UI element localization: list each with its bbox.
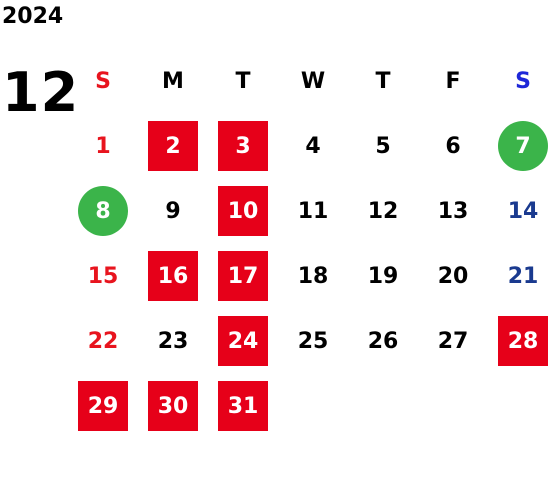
day-cell[interactable]: 27 (437, 328, 469, 354)
day-cell[interactable]: 8 (78, 186, 128, 236)
day-cell[interactable]: 30 (148, 381, 198, 431)
day-cell[interactable]: 11 (297, 198, 329, 224)
day-cell[interactable]: 25 (297, 328, 329, 354)
weekday-header: M (162, 68, 184, 94)
day-cell[interactable]: 16 (148, 251, 198, 301)
day-cell[interactable]: 29 (78, 381, 128, 431)
weekday-header: F (445, 68, 461, 94)
weekday-header: S (95, 68, 111, 94)
day-cell[interactable]: 26 (367, 328, 399, 354)
month-label: 12 (2, 61, 80, 124)
day-cell[interactable]: 14 (507, 198, 539, 224)
day-cell[interactable]: 7 (498, 121, 548, 171)
weekday-header: S (515, 68, 531, 94)
day-cell[interactable]: 10 (218, 186, 268, 236)
day-cell[interactable]: 28 (498, 316, 548, 366)
year-label: 2024 (2, 4, 64, 29)
day-cell[interactable]: 1 (95, 133, 111, 159)
day-cell[interactable]: 9 (165, 198, 181, 224)
day-cell[interactable]: 22 (87, 328, 119, 354)
day-cell[interactable]: 21 (507, 263, 539, 289)
day-cell[interactable]: 4 (305, 133, 321, 159)
day-cell[interactable]: 13 (437, 198, 469, 224)
day-cell[interactable]: 3 (218, 121, 268, 171)
day-cell[interactable]: 24 (218, 316, 268, 366)
day-cell[interactable]: 19 (367, 263, 399, 289)
day-cell[interactable]: 17 (218, 251, 268, 301)
day-cell[interactable]: 20 (437, 263, 469, 289)
day-cell[interactable]: 5 (375, 133, 391, 159)
day-cell[interactable]: 12 (367, 198, 399, 224)
day-cell[interactable]: 15 (87, 263, 119, 289)
day-cell[interactable]: 23 (157, 328, 189, 354)
weekday-header: T (375, 68, 391, 94)
weekday-header: T (235, 68, 251, 94)
weekday-header: W (300, 68, 326, 94)
day-cell[interactable]: 31 (218, 381, 268, 431)
day-cell[interactable]: 2 (148, 121, 198, 171)
day-cell[interactable]: 18 (297, 263, 329, 289)
day-cell[interactable]: 6 (445, 133, 461, 159)
